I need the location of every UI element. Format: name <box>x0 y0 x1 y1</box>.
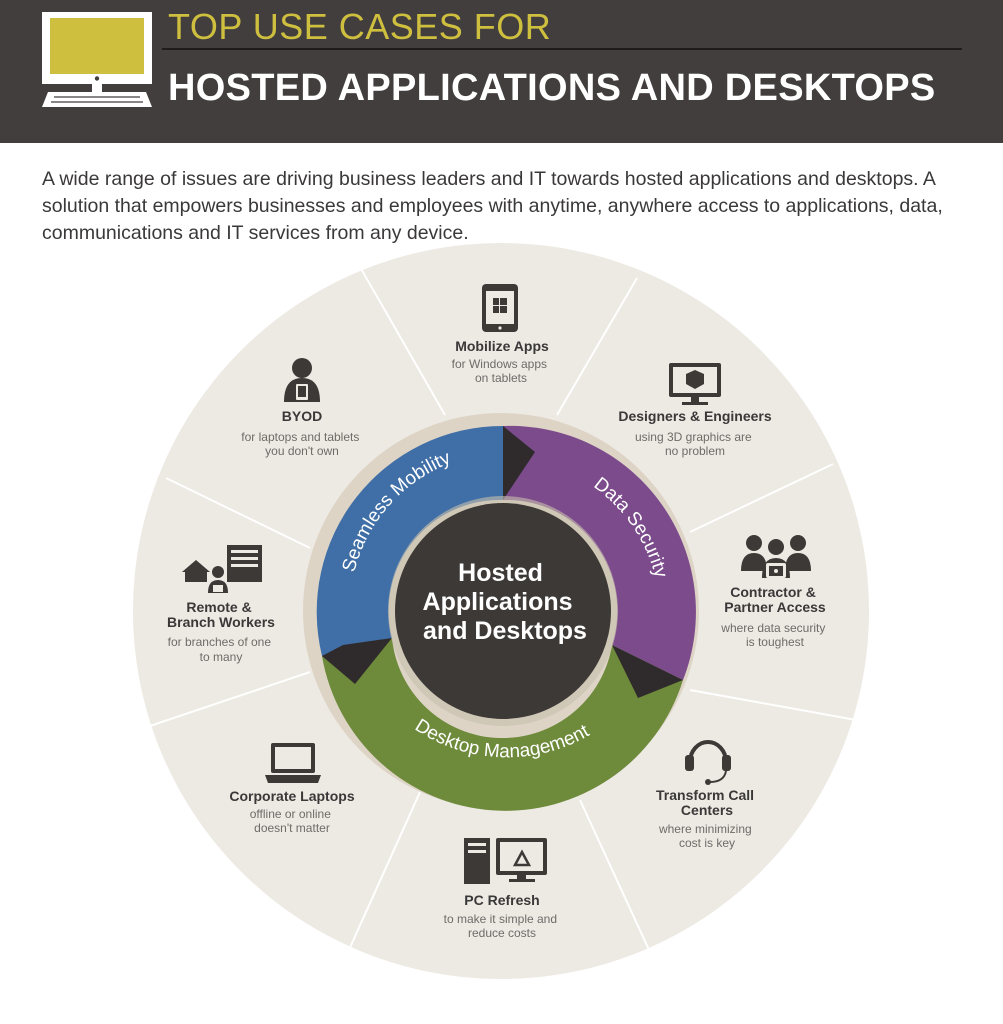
hub-line: Hosted <box>458 559 543 587</box>
use-case-desc: where minimizing <box>658 822 752 836</box>
use-case-title: Designers & Engineers <box>618 408 771 424</box>
svg-text:using 3D graphics are no: using 3D graphics are no problem <box>635 430 755 458</box>
use-case-corporate-laptops: Corporate Laptops offline or online does… <box>229 743 355 835</box>
use-case-desc: offline or online <box>250 807 331 821</box>
use-case-transform-call-centers: Transform Call Centers where minimizing … <box>656 740 758 850</box>
title-top: TOP USE CASES FOR <box>168 6 552 47</box>
use-case-wheel: Hosted Applications and Desktops Seamles… <box>133 243 869 979</box>
svg-text:where data security is t: where data security is toughest <box>720 621 828 649</box>
use-case-desc: for Windows apps <box>452 357 547 371</box>
hub-line: and Desktops <box>423 617 587 645</box>
use-case-desc: where data security <box>720 621 825 635</box>
intro-paragraph: A wide range of issues are driving busin… <box>42 168 943 244</box>
use-case-desc: for laptops and tablets <box>241 430 359 444</box>
svg-text:Designers & Engineers: Designers & Engineers <box>618 408 771 424</box>
ring-seamless-mobility <box>316 425 503 656</box>
svg-text:to make it simple and re: to make it simple and reduce costs <box>444 912 561 940</box>
arrow-tip <box>503 426 535 500</box>
use-case-title: Partner Access <box>724 599 826 615</box>
use-case-desc: to many <box>200 650 243 664</box>
tablet-windows-icon <box>482 284 518 332</box>
use-case-desc: you don't own <box>265 444 339 458</box>
use-case-desc: doesn't matter <box>254 821 330 835</box>
use-case-title: Corporate Laptops <box>229 788 354 804</box>
use-case-title: Transform Call <box>656 787 754 803</box>
svg-text:for branches of one to m: for branches of one to many <box>168 635 275 664</box>
monitor-keyboard-icon <box>42 12 152 107</box>
svg-text:Corporate Laptops: Corporate Laptops <box>229 788 354 804</box>
arrow-tip <box>612 645 683 698</box>
use-case-desc: to make it simple and <box>444 912 557 926</box>
use-case-title: Contractor & <box>730 584 816 600</box>
use-case-title: Centers <box>681 802 733 818</box>
hub-line: Applications <box>423 588 573 616</box>
svg-text:Contractor & Partner Acc: Contractor & Partner Access <box>724 584 826 615</box>
svg-text:Hosted Applications an: Hosted Applications and Desktops <box>423 559 587 645</box>
laptop-icon <box>265 743 321 783</box>
arrow-tip <box>322 638 392 684</box>
hub <box>395 503 611 719</box>
person-tablet-icon <box>284 358 320 402</box>
use-case-title: Branch Workers <box>167 614 275 630</box>
segment-dividers <box>143 259 857 953</box>
people-lock-icon <box>741 535 811 578</box>
use-case-desc: on tablets <box>475 371 527 385</box>
monitor-cube-icon <box>669 363 721 405</box>
svg-text:for Windows apps on tabl: for Windows apps on tablets <box>452 357 551 385</box>
svg-text:for laptops and tablets: for laptops and tablets you don't own <box>241 430 362 458</box>
ring-desktop-management <box>322 638 683 811</box>
title-divider <box>162 48 962 50</box>
svg-text:Mobilize Apps: Mobilize Apps <box>455 338 549 354</box>
use-case-desc: cost is key <box>679 836 735 850</box>
svg-text:PC Refresh: PC Refresh <box>464 892 539 908</box>
use-case-desc: is toughest <box>746 635 805 649</box>
use-case-mobilize-apps: Mobilize Apps for Windows apps on tablet… <box>452 284 551 385</box>
header-banner: TOP USE CASES FOR HOSTED APPLICATIONS AN… <box>0 0 1003 143</box>
use-case-desc: for branches of one <box>168 635 272 649</box>
svg-text:where minimizing cost is: where minimizing cost is key <box>658 822 755 850</box>
use-case-title: Mobilize Apps <box>455 338 549 354</box>
house-building-person-icon <box>182 545 262 593</box>
use-case-remote-branch-workers: Remote & Branch Workers for branches of … <box>167 545 275 664</box>
svg-text:Transform Call Centers: Transform Call Centers <box>656 787 758 818</box>
headset-icon <box>685 740 731 785</box>
use-case-pc-refresh: PC Refresh to make it simple and reduce … <box>444 838 561 940</box>
use-case-title: BYOD <box>282 408 322 424</box>
svg-text:offline or online doesn': offline or online doesn't matter <box>250 807 335 835</box>
use-case-byod: BYOD for laptops and tablets you don't o… <box>241 358 362 458</box>
svg-text:Remote & Branch Workers: Remote & Branch Workers <box>167 599 275 630</box>
svg-text:BYOD: BYOD <box>282 408 322 424</box>
title-main: HOSTED APPLICATIONS AND DESKTOPS <box>168 67 936 109</box>
ring-data-security <box>503 425 696 680</box>
use-case-title: Remote & <box>186 599 251 615</box>
use-case-desc: reduce costs <box>468 926 536 940</box>
pc-recycle-icon <box>464 838 547 884</box>
use-case-designers-engineers: Designers & Engineers using 3D graphics … <box>618 363 772 458</box>
use-case-contractor-partner-access: Contractor & Partner Access where data s… <box>720 535 828 649</box>
use-case-desc: no problem <box>665 444 725 458</box>
use-case-desc: using 3D graphics are <box>635 430 752 444</box>
use-case-title: PC Refresh <box>464 892 539 908</box>
